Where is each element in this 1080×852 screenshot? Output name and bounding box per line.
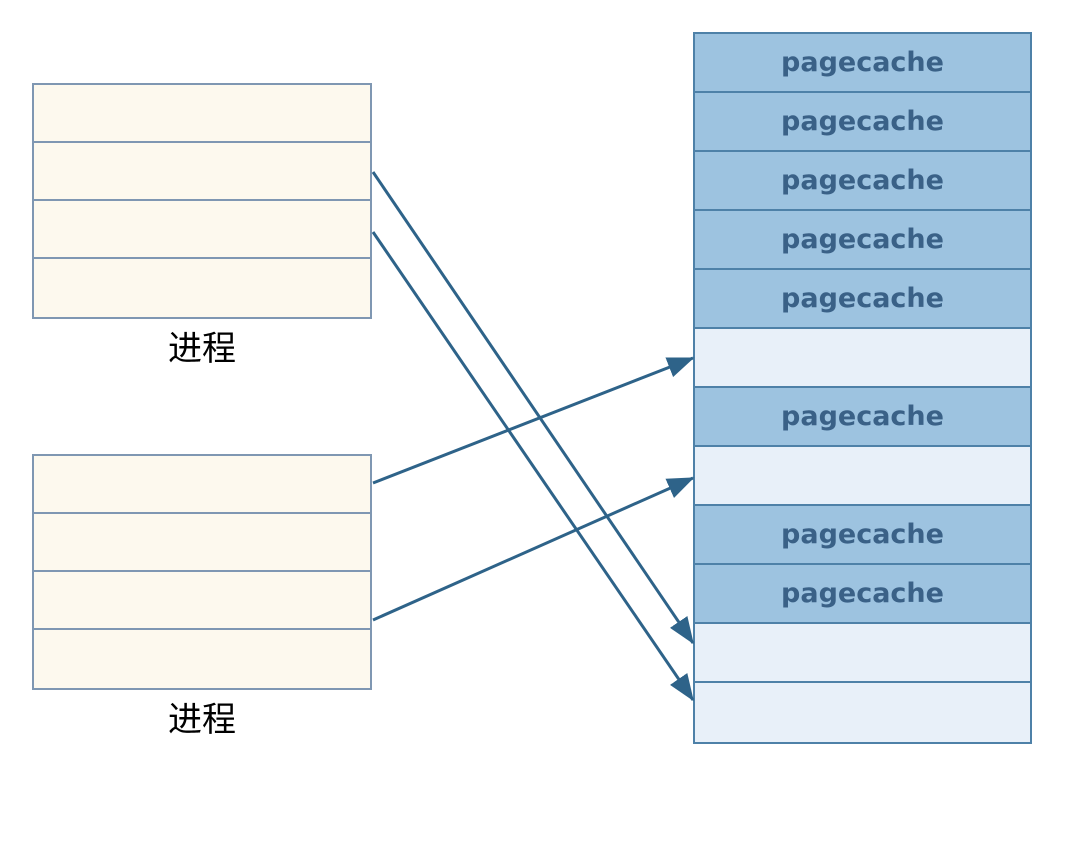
pagecache-row-label: pagecache [781, 578, 944, 609]
arrow-lines [371, 171, 695, 702]
pagecache-row[interactable]: pagecache [695, 211, 1030, 270]
process-label: 进程 [168, 329, 236, 369]
pagecache-column: pagecache pagecache pagecache pagecache page… [693, 32, 1032, 744]
pagecache-row[interactable]: pagecache [695, 270, 1030, 329]
pagecache-row-label: pagecache [781, 283, 944, 314]
process-memory-row[interactable] [34, 143, 370, 201]
mapping-arrow [371, 171, 695, 645]
mapping-arrow [371, 231, 695, 702]
pagecache-row[interactable]: pagecache [695, 93, 1030, 152]
pagecache-row-label: pagecache [781, 106, 944, 137]
pagecache-row-label: pagecache [781, 47, 944, 78]
process-memory-row[interactable] [34, 85, 370, 143]
mapping-arrow [372, 356, 695, 485]
process-memory-row[interactable] [34, 630, 370, 688]
process-memory-table[interactable] [32, 83, 372, 319]
pagecache-row-label: pagecache [781, 224, 944, 255]
process-memory-row[interactable] [34, 514, 370, 572]
pagecache-row-label: pagecache [781, 519, 944, 550]
process-label: 进程 [168, 700, 236, 740]
mapping-arrow [372, 476, 695, 622]
pagecache-row[interactable] [695, 329, 1030, 388]
pagecache-row[interactable]: pagecache [695, 506, 1030, 565]
pagecache-row[interactable]: pagecache [695, 34, 1030, 93]
process-memory-row[interactable] [34, 201, 370, 259]
process-memory-row[interactable] [34, 259, 370, 317]
pagecache-row[interactable] [695, 447, 1030, 506]
pagecache-row[interactable]: pagecache [695, 388, 1030, 447]
pagecache-row-label: pagecache [781, 401, 944, 432]
process-memory-row[interactable] [34, 456, 370, 514]
pagecache-row-label: pagecache [781, 165, 944, 196]
pagecache-row[interactable] [695, 683, 1030, 742]
pagecache-row[interactable]: pagecache [695, 565, 1030, 624]
process-memory-table[interactable] [32, 454, 372, 690]
pagecache-row[interactable]: pagecache [695, 152, 1030, 211]
pagecache-row[interactable] [695, 624, 1030, 683]
process-memory-row[interactable] [34, 572, 370, 630]
